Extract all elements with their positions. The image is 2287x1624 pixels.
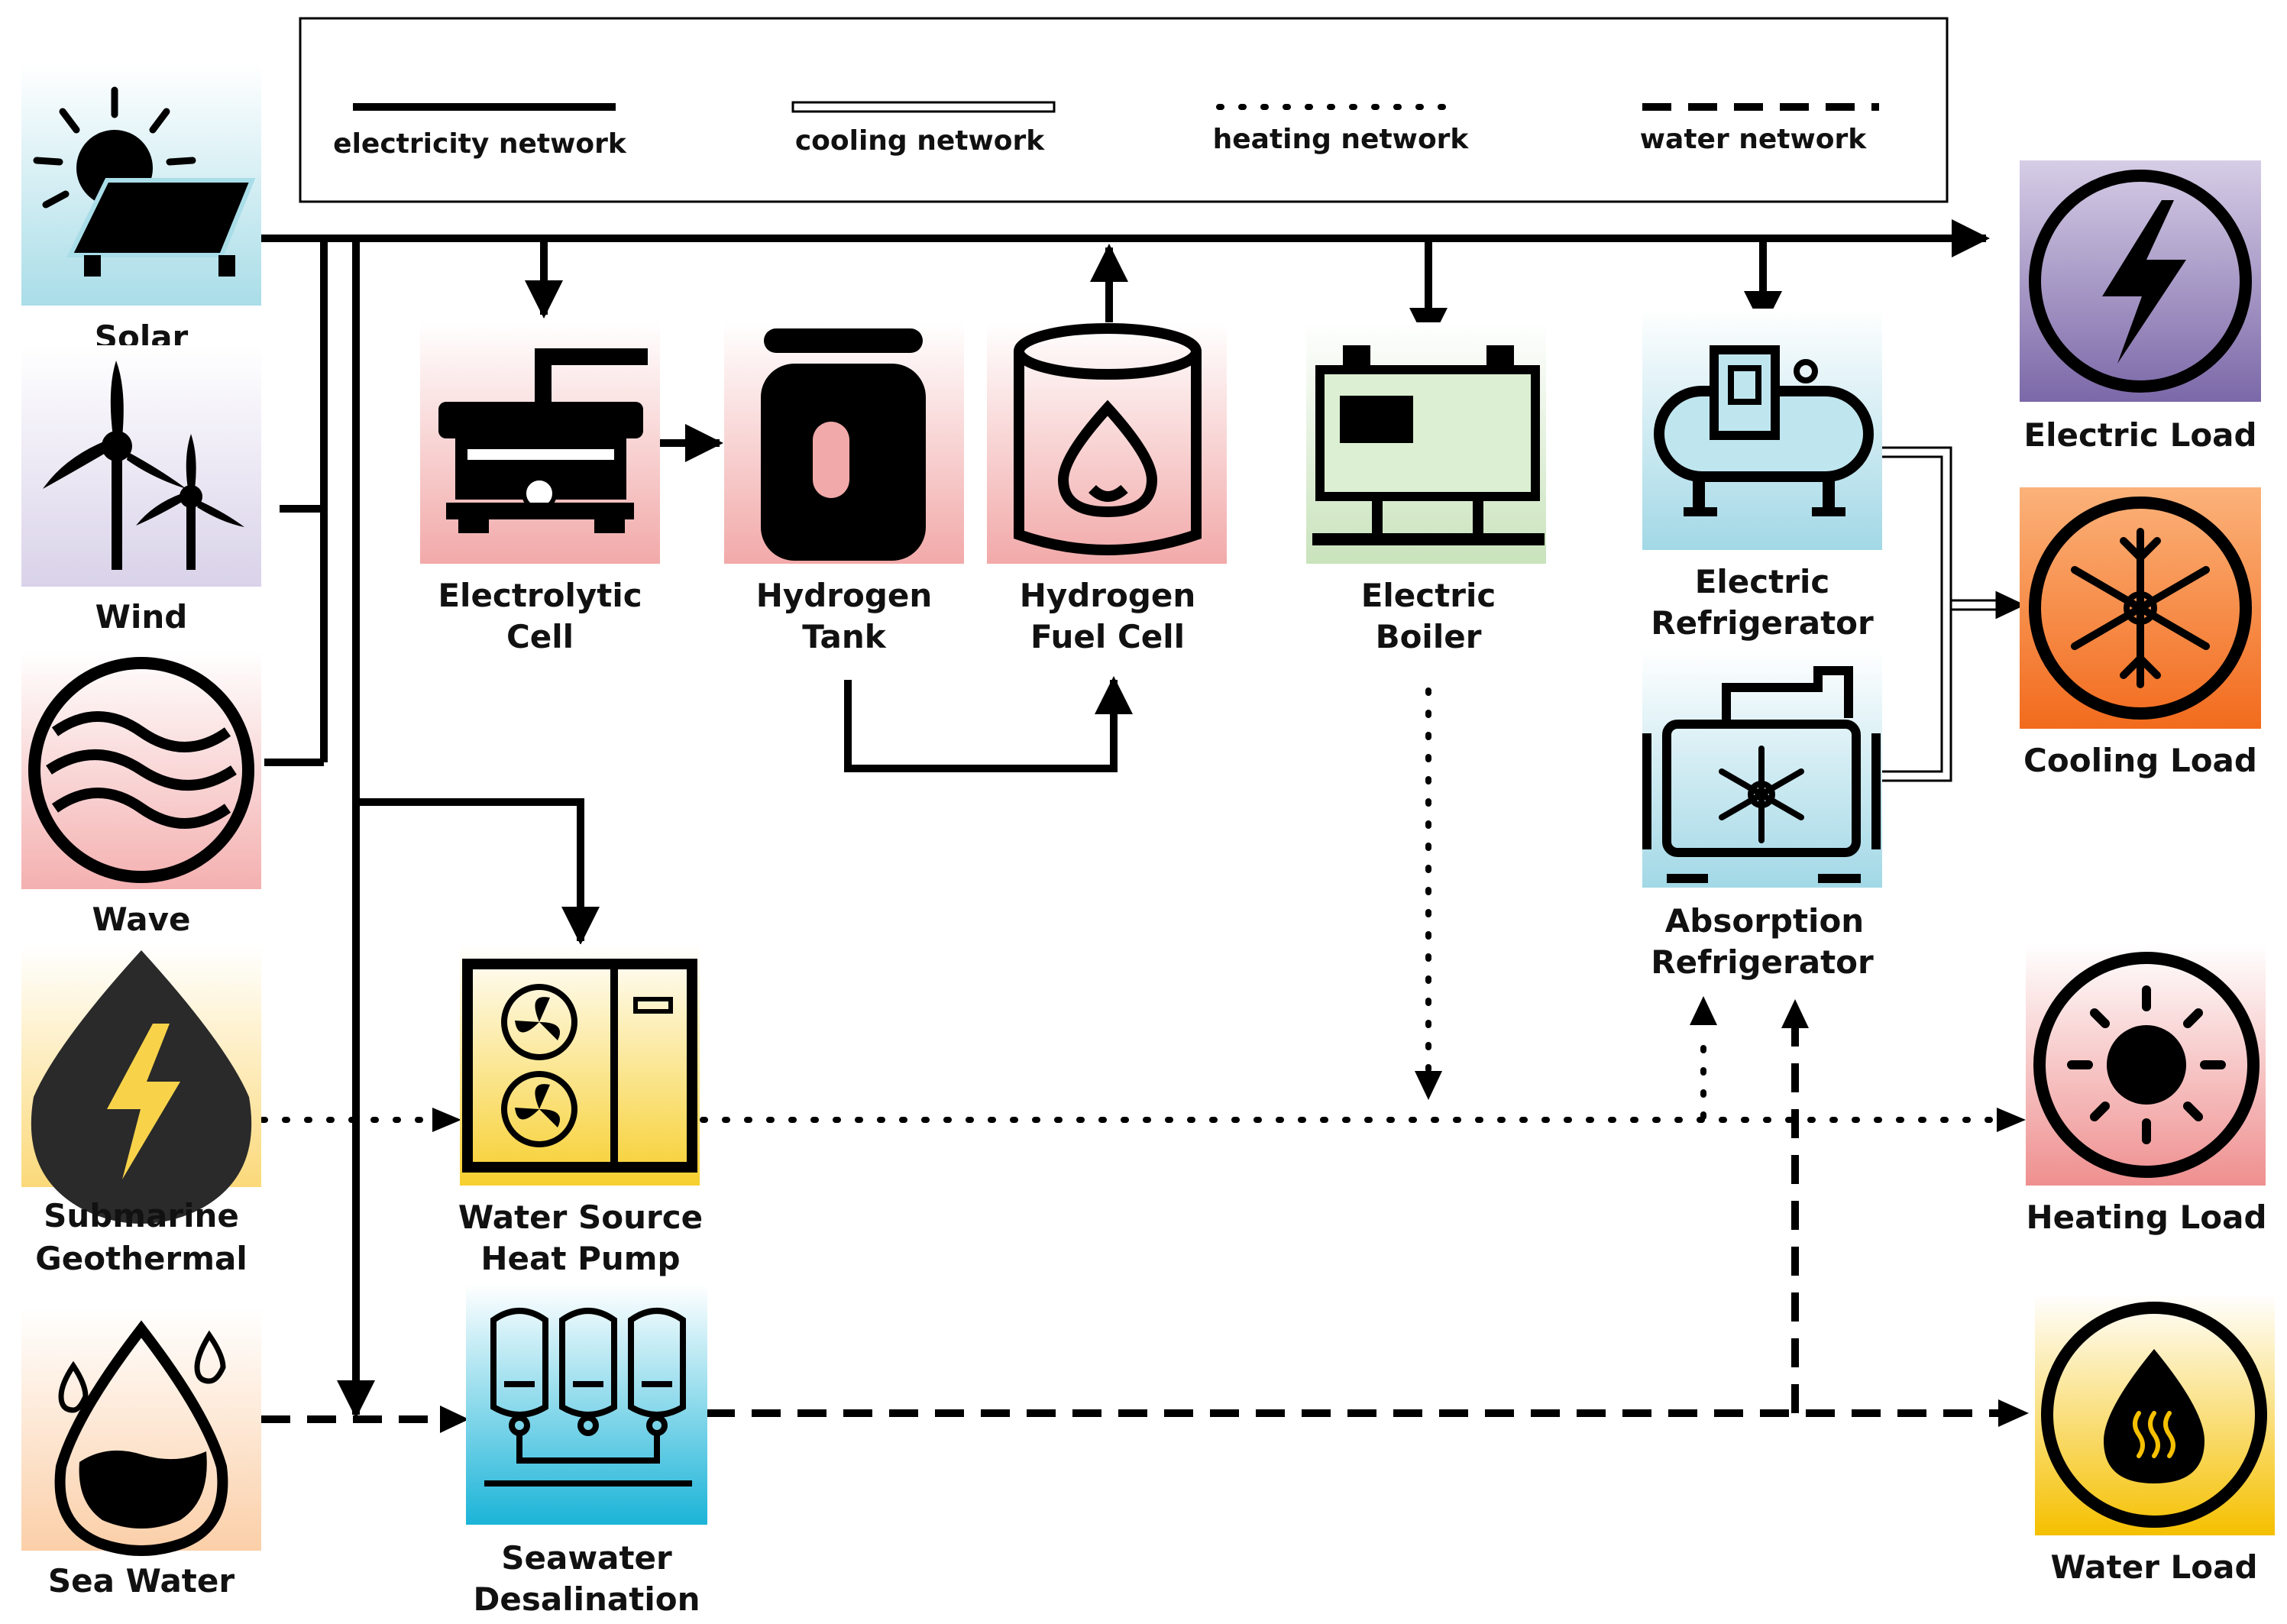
- water-arrow-absorption: [1781, 999, 1809, 1028]
- geothermal-label-1: Submarine: [44, 1197, 239, 1234]
- electric-boiler-label-1: Electric: [1361, 577, 1496, 614]
- electric-refrigerator-label-2: Refrigerator: [1651, 604, 1874, 642]
- heat-arrow-geo: [432, 1108, 461, 1132]
- water-arrowheads: [440, 999, 2029, 1433]
- cooling-arrow-head: [1995, 590, 2026, 620]
- lightning-icon: [2029, 170, 2252, 393]
- heat-arrow-load: [1997, 1108, 2026, 1132]
- sea-water-drop-icon: [54, 1320, 228, 1556]
- absorption-refrigerator-device: Absorption Refrigerator: [1642, 649, 1882, 981]
- water-load-label: Water Load: [2050, 1548, 2257, 1586]
- sun-icon: [2033, 952, 2260, 1178]
- hydrogen-tank-label-1: Hydrogen: [756, 577, 933, 614]
- electric-refrigerator-label-1: Electric: [1695, 563, 1830, 600]
- electrolytic-cell-device: Electrolytic Cell: [420, 322, 660, 655]
- heating-load: Heating Load: [2026, 944, 2267, 1236]
- cooling-load: Cooling Load: [2020, 487, 2261, 779]
- desalination-label-2: Desalination: [474, 1580, 700, 1618]
- electric-boiler-device: Electric Boiler: [1306, 322, 1546, 655]
- heat-pump-label-2: Heat Pump: [480, 1240, 680, 1277]
- heatpump-feed: [356, 798, 600, 945]
- hydrogen-tank-label-2: Tank: [802, 618, 886, 655]
- electric-load: Electric Load: [2020, 160, 2261, 454]
- cooling-network: [1881, 446, 2026, 782]
- electrolytic-label-1: Electrolytic: [438, 577, 642, 614]
- absorption-refrigerator-icon: [1642, 666, 1881, 883]
- sea-water-label: Sea Water: [48, 1562, 235, 1600]
- legend-electricity-label: electricity network: [333, 128, 627, 160]
- sea-water-source: Sea Water: [21, 1308, 261, 1600]
- wind-source: Wind: [21, 345, 261, 636]
- legend: electricity network cooling network heat…: [299, 17, 1949, 203]
- geothermal-label-2: Geothermal: [35, 1240, 247, 1277]
- snowflake-icon: [2029, 497, 2252, 720]
- water-drop-icon: [2041, 1302, 2267, 1528]
- wave-label: Wave: [92, 901, 190, 938]
- absorption-refrigerator-label-2: Refrigerator: [1651, 943, 1874, 981]
- water-arrow-load: [1998, 1399, 2029, 1427]
- fuel-cell-barrel-icon: [1014, 323, 1202, 555]
- geothermal-source: Submarine Geothermal: [21, 946, 261, 1277]
- tank-to-fuelcell: [844, 676, 1133, 772]
- hydrogen-tank-device: Hydrogen Tank: [724, 322, 964, 655]
- wind-turbine-icon: [43, 361, 244, 570]
- fuel-cell-label-1: Hydrogen: [1020, 577, 1196, 614]
- legend-heating-label: heating network: [1213, 124, 1470, 155]
- electric-load-label: Electric Load: [2023, 416, 2256, 454]
- solar-source: Solar: [21, 64, 261, 356]
- heating-load-label: Heating Load: [2026, 1199, 2266, 1236]
- absorption-refrigerator-label-1: Absorption: [1665, 902, 1864, 940]
- solar-panel-icon: [33, 86, 256, 277]
- heat-pump-label-1: Water Source: [458, 1199, 703, 1236]
- desalination-label-1: Seawater: [501, 1539, 672, 1577]
- wave-source: Wave: [21, 651, 261, 938]
- erefrig-cooling-outer: [1881, 446, 1952, 782]
- electric-boiler-icon: [1312, 345, 1545, 545]
- legend-cooling-line: [791, 101, 1056, 113]
- electric-boiler-label-2: Boiler: [1376, 618, 1482, 655]
- heat-pump-device: Water Source Heat Pump: [458, 944, 703, 1277]
- wind-label: Wind: [95, 598, 188, 636]
- electrolytic-cell-icon: [438, 348, 648, 533]
- water-network: [261, 1028, 2001, 1423]
- heat-arrow-boiler: [1415, 1071, 1442, 1100]
- electrolytic-label-2: Cell: [506, 618, 574, 655]
- geothermal-drop-icon: [31, 950, 252, 1224]
- heat-arrow-absorption: [1690, 996, 1717, 1025]
- legend-water-label: water network: [1640, 124, 1867, 155]
- hydrogen-tank-icon: [761, 328, 926, 561]
- water-arrow-desal: [440, 1406, 469, 1433]
- desalination-device: Seawater Desalination: [466, 1285, 707, 1618]
- heating-network: [260, 687, 2003, 1123]
- legend-cooling-label: cooling network: [795, 125, 1045, 157]
- electric-refrigerator-device: Electric Refrigerator: [1642, 309, 1882, 642]
- water-load: Water Load: [2035, 1294, 2275, 1586]
- electric-refrigerator-icon: [1654, 345, 1874, 516]
- wave-icon: [28, 657, 254, 883]
- heating-arrowheads: [432, 996, 2026, 1132]
- electricity-network: [261, 219, 1990, 1419]
- cooling-load-label: Cooling Load: [2023, 742, 2257, 779]
- fuel-cell-device: Hydrogen Fuel Cell: [987, 322, 1227, 655]
- heat-pump-icon: [462, 959, 697, 1173]
- fuel-cell-label-2: Fuel Cell: [1030, 618, 1185, 655]
- desalination-icon: [484, 1308, 692, 1487]
- erefrig-cooling-inner: [1881, 455, 1943, 773]
